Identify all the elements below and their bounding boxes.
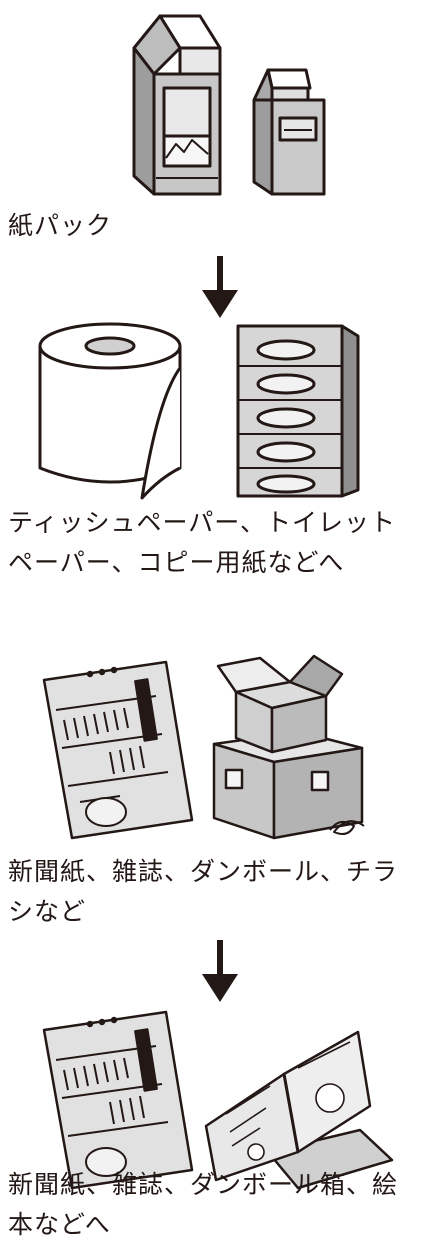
toilet-paper-icon xyxy=(38,322,182,500)
newspaper-icon xyxy=(42,660,194,840)
down-arrow-icon xyxy=(202,940,238,1002)
newspaper-cardboard-illustration xyxy=(42,654,365,840)
down-arrow-icon xyxy=(202,256,238,318)
magazine-caption: 新聞紙、雑誌、ダンボール箱、絵 本などへ xyxy=(8,1170,399,1239)
milk-carton-caption: 紙パック xyxy=(8,211,113,240)
newspaper-caption: 新聞紙、雑誌、ダンボール、チラ シなど xyxy=(8,857,399,926)
tissue-box-icon xyxy=(236,324,360,498)
newspaper-magazine-illustration xyxy=(42,1010,394,1190)
milk-carton-illustration xyxy=(132,14,326,196)
newspaper-icon xyxy=(42,1010,194,1190)
paper-products-illustration xyxy=(38,322,360,500)
milk-carton-icon xyxy=(132,14,326,196)
magazine-icon xyxy=(204,1030,394,1190)
cardboard-box-icon xyxy=(212,654,365,840)
paper-products-caption: ティッシュペーパー、トイレット ペーパー、コピー用紙などへ xyxy=(8,508,397,577)
